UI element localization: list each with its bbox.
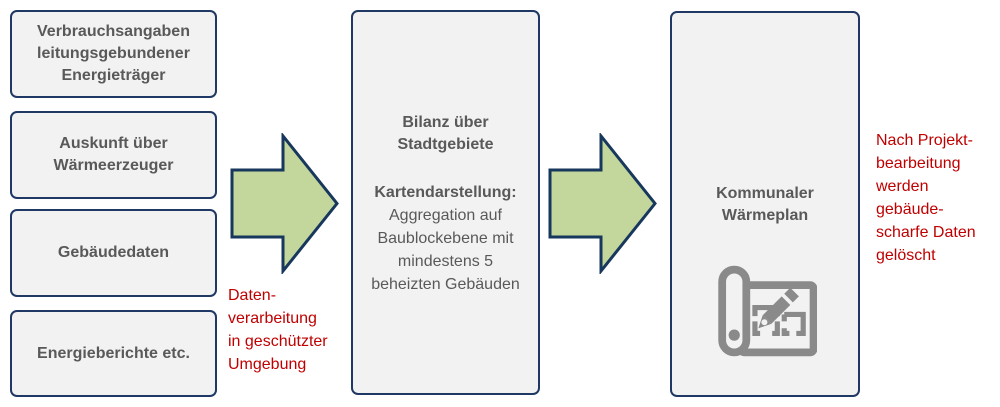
- source-box-label: Gebäudedaten: [57, 244, 170, 261]
- source-box-label: Energieberichte etc.: [37, 344, 190, 362]
- flow-arrow-icon: [230, 133, 339, 274]
- source-box-auskunft-waermeerzeuger: Auskunft über Wärmeerzeuger: [10, 111, 217, 199]
- source-box-gebaeudedaten: Gebäudedaten: [10, 209, 217, 297]
- result-label: Kommunaler Wärmeplan: [716, 185, 814, 224]
- source-box-label: Auskunft über Wärmeerzeuger: [53, 135, 174, 174]
- process-box: Bilanz über Stadtgebiete Kartendarstellu…: [351, 10, 540, 395]
- result-box: Kommunaler Wärmeplan: [670, 11, 860, 397]
- process-subtitle: Kartendarstellung:: [374, 184, 517, 201]
- source-box-verbrauchsangaben: Verbrauchsangaben leitungsgebundener Ene…: [10, 10, 217, 98]
- process-title: Bilanz über Stadtgebiete: [397, 114, 494, 153]
- annotation-data-deletion: Nach Projekt- bearbeitung werden gebäude…: [876, 132, 976, 264]
- source-box-label: Verbrauchsangaben leitungsgebundener Ene…: [37, 23, 190, 84]
- annotation-data-protection: Daten- verarbeitung in geschützter Umgeb…: [228, 287, 328, 373]
- source-box-energieberichte: Energieberichte etc.: [10, 310, 217, 397]
- process-body: Aggregation auf Baublockebene mit mindes…: [371, 207, 520, 293]
- floor-plan-pencil-icon: [718, 265, 817, 357]
- flow-arrow-icon: [548, 133, 657, 274]
